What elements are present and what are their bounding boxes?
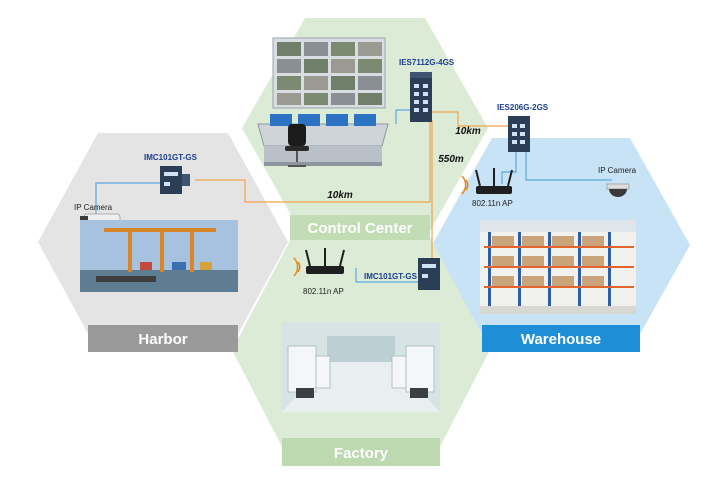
factory-label-bar: [282, 438, 440, 466]
harbor-converter-icon: [160, 166, 190, 194]
harbor-label-bar: [88, 325, 238, 352]
control-center-label-bar: [290, 215, 430, 240]
warehouse-photo: [480, 220, 636, 314]
video-wall: [272, 37, 386, 109]
harbor-camera-caption: IP Camera: [74, 203, 113, 212]
core-switch-icon: [410, 72, 432, 122]
factory-converter-icon: [418, 258, 440, 290]
control-center-label: Control Center: [308, 220, 413, 237]
warehouse-label-bar: [482, 325, 640, 352]
link-core-console: [395, 109, 412, 124]
harbor-converter-model: IMC101GT-GS: [144, 153, 198, 162]
distance-core-to-factory: 550m: [438, 154, 464, 165]
link-harbor-camera: [95, 182, 160, 214]
factory-label: Factory: [334, 445, 389, 462]
warehouse-switch-icon: [508, 116, 530, 152]
warehouse-ap-caption: 802.11n AP: [472, 199, 513, 208]
harbor-label: Harbor: [138, 331, 187, 348]
factory-converter-model: IMC101GT-GS: [364, 272, 418, 281]
office-chair-icon: [285, 124, 309, 167]
dome-camera-icon: [606, 183, 630, 197]
wifi-signal-icon: [461, 175, 469, 195]
core-switch-model: IES7112G-4GS: [399, 58, 455, 67]
link-factory-ap: [355, 268, 418, 283]
warehouse-camera-caption: IP Camera: [598, 166, 637, 175]
factory-router-icon: [305, 248, 345, 274]
factory-wifi-signal-icon: [293, 257, 301, 277]
harbor-photo: [80, 220, 238, 292]
factory-photo: [282, 322, 440, 412]
distance-core-to-harbor: 10km: [327, 190, 353, 201]
link-warehouse-camera: [525, 150, 612, 181]
factory-ap-caption: 802.11n AP: [303, 287, 344, 296]
link-core-to-warehouse: [432, 111, 508, 127]
link-core-to-harbor: [195, 118, 431, 203]
warehouse-switch-model: IES206G-2GS: [497, 103, 549, 112]
link-warehouse-ap: [501, 152, 517, 184]
warehouse-label: Warehouse: [521, 331, 601, 348]
distance-core-to-warehouse: 10km: [455, 126, 481, 137]
warehouse-router-icon: [475, 168, 513, 194]
